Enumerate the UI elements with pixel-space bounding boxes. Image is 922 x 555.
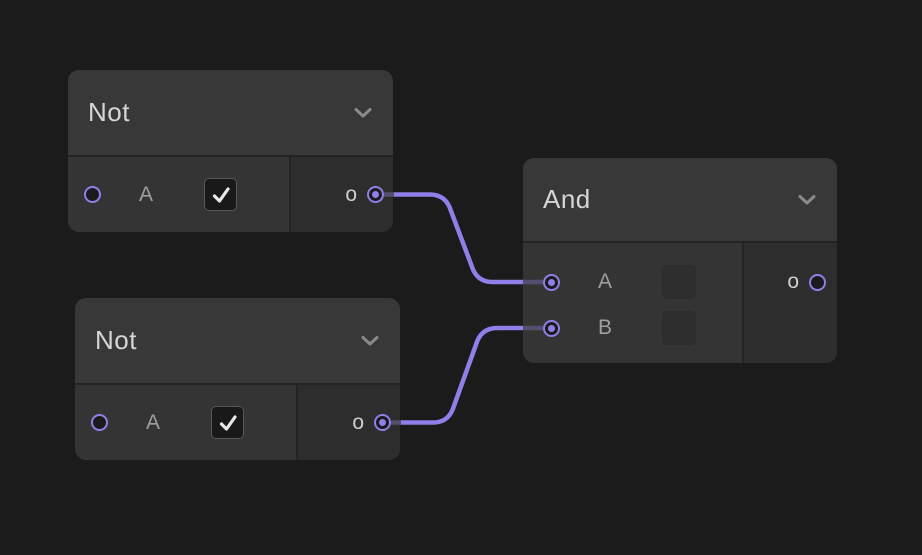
chevron-down-icon[interactable] — [353, 107, 373, 119]
node-title: And — [543, 184, 591, 214]
input-port-a[interactable] — [84, 186, 101, 203]
input-label: B — [597, 316, 612, 339]
output-label: o — [345, 182, 357, 206]
output-row-o: o — [345, 172, 384, 218]
output-row-o: o — [352, 400, 391, 446]
node-not-2-header[interactable]: Not — [75, 298, 400, 385]
input-label: A — [138, 182, 153, 206]
output-label: o — [352, 410, 364, 434]
input-port-b[interactable] — [543, 319, 560, 337]
input-row-a: A — [68, 172, 289, 218]
input-label: A — [145, 410, 160, 434]
input-row-a: A — [523, 259, 742, 305]
outputs-column: o — [296, 385, 400, 460]
checkbox-checked[interactable] — [204, 178, 237, 211]
checkbox-checked[interactable] — [211, 406, 244, 439]
input-row-b: B — [523, 305, 742, 351]
node-and-header[interactable]: And — [523, 158, 837, 243]
output-row-o: o — [787, 259, 826, 305]
checkbox-disabled — [662, 265, 696, 299]
inputs-column: A — [68, 157, 289, 232]
input-port-a[interactable] — [543, 273, 560, 291]
inputs-column: A — [75, 385, 296, 460]
node-and-body: A B o — [523, 243, 837, 363]
wire-not2-to-and-b — [400, 325, 524, 425]
node-title: Not — [95, 325, 137, 355]
checkmark-icon — [212, 186, 230, 203]
input-row-a: A — [75, 400, 296, 446]
node-not-2-body: A o — [75, 385, 400, 460]
node-not-1-header[interactable]: Not — [68, 70, 393, 157]
chevron-down-icon[interactable] — [360, 335, 380, 347]
input-port-a[interactable] — [91, 414, 108, 431]
input-label: A — [597, 270, 612, 293]
node-and[interactable]: And A B o — [523, 158, 837, 363]
chevron-down-icon[interactable] — [797, 194, 817, 206]
output-port-o[interactable] — [374, 414, 391, 431]
output-port-o[interactable] — [367, 186, 384, 203]
node-not-1-body: A o — [68, 157, 393, 232]
node-not-1[interactable]: Not A o — [68, 70, 393, 232]
outputs-column: o — [289, 157, 393, 232]
output-label: o — [787, 270, 799, 293]
inputs-column: A B — [523, 243, 742, 363]
checkmark-icon — [219, 414, 237, 431]
checkbox-disabled — [662, 311, 696, 345]
output-port-o[interactable] — [809, 273, 826, 291]
node-title: Not — [88, 97, 130, 127]
wire-not1-to-and-a — [393, 192, 524, 285]
outputs-column: o — [742, 243, 837, 363]
node-not-2[interactable]: Not A o — [75, 298, 400, 460]
